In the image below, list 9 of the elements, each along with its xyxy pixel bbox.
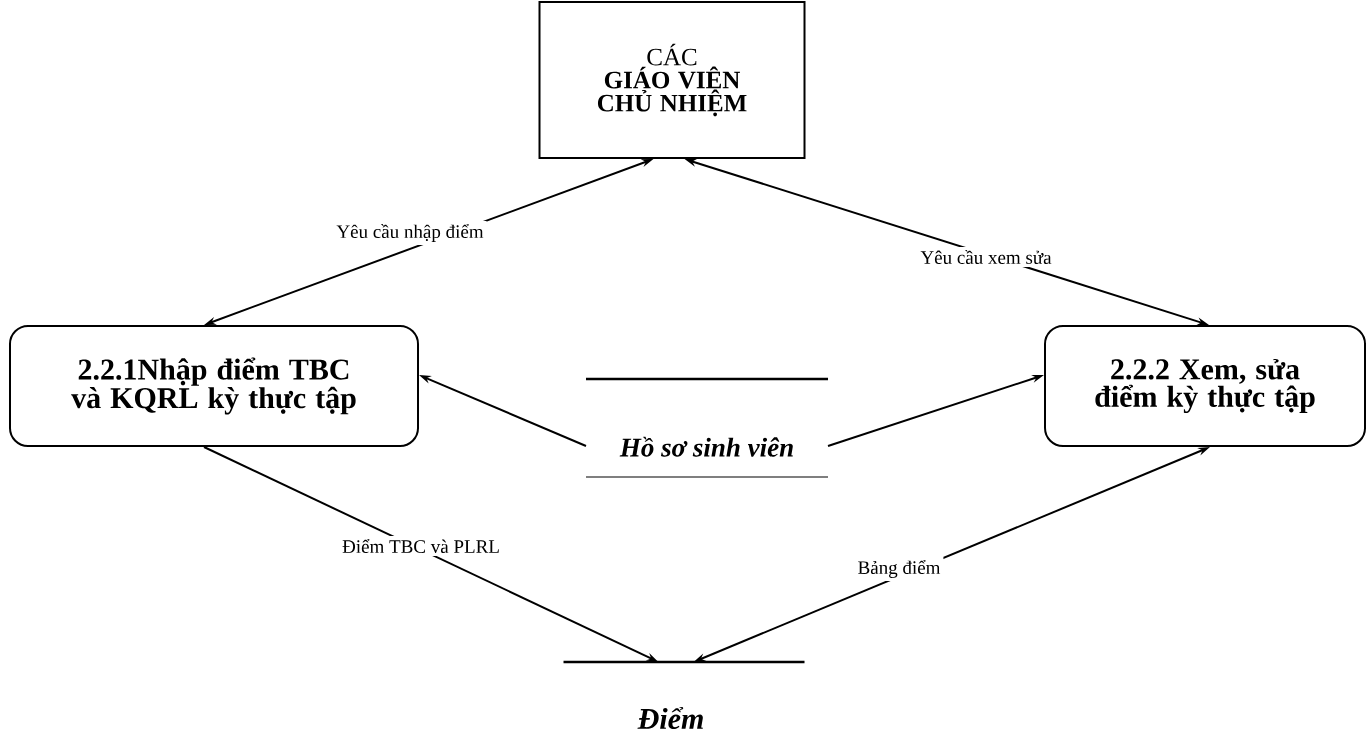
entity-box: CÁC GIÁO VIÊN CHỦ NHIỆM: [538, 1, 806, 159]
edge-label: Điểm TBC và PLRL: [339, 536, 503, 556]
edge-label: Bảng điểm: [854, 557, 944, 581]
edge-label: Yêu cầu nhập điểm: [333, 221, 487, 245]
edge-label: Yêu cầu xem sửa: [917, 247, 1055, 267]
data-store: Hồ sơ sinh viên: [585, 377, 829, 478]
data-store: Điểm: [563, 660, 805, 730]
process-box: 2.2.2 Xem, sửa điểm kỳ thực tập: [1044, 325, 1366, 447]
process-box: 2.2.1Nhập điểm TBC và KQRL kỳ thực tập: [9, 325, 419, 447]
